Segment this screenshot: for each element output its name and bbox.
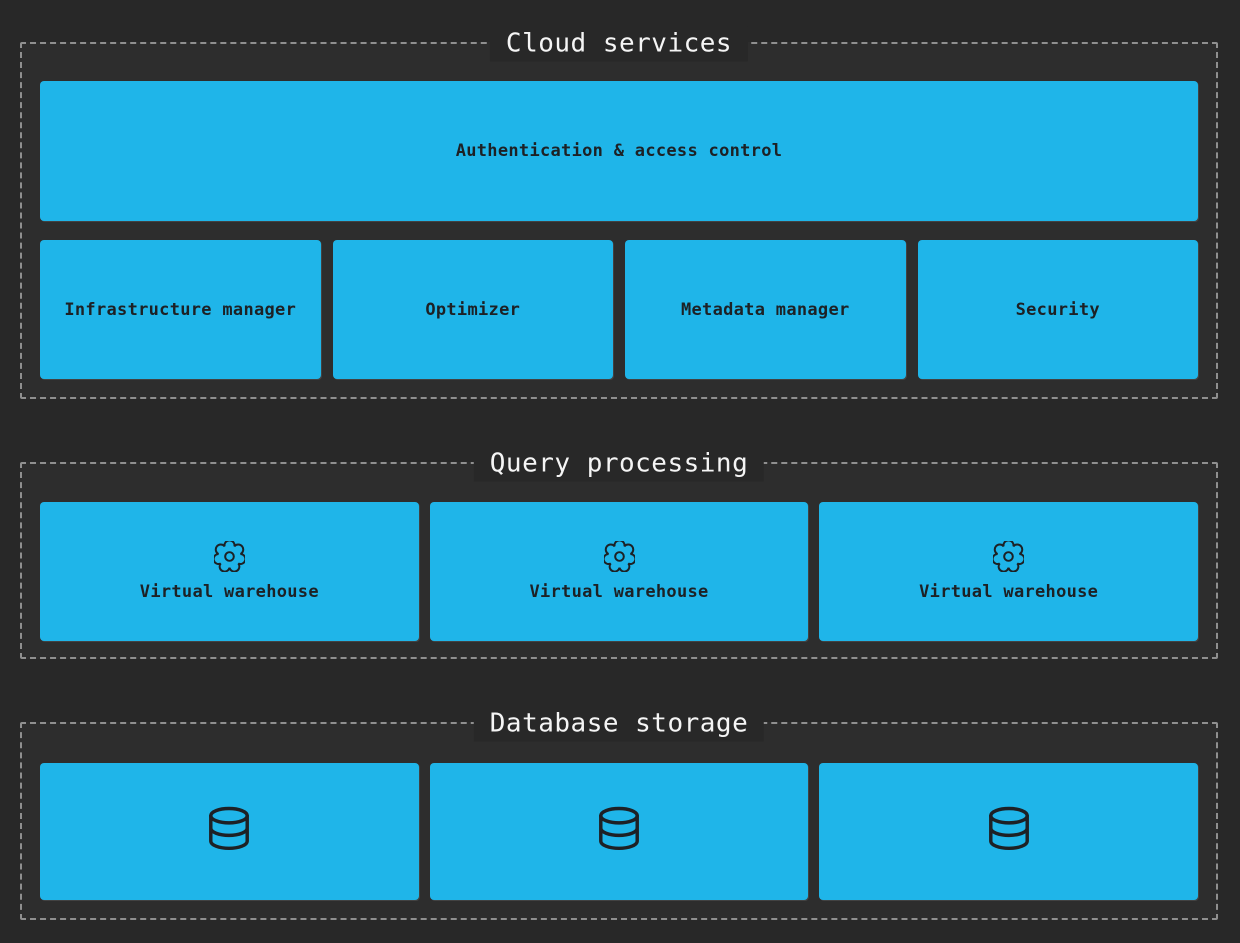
node-label: Authentication & access control [455, 141, 783, 161]
node-virtual-warehouse: Virtual warehouse [429, 502, 809, 641]
node-label: Virtual warehouse [529, 581, 709, 602]
section-title-query-processing: Query processing [473, 446, 765, 482]
node-label: Infrastructure manager [64, 299, 297, 320]
node-label: Virtual warehouse [919, 581, 1099, 602]
node-authentication-access-control: Authentication & access control [40, 81, 1198, 221]
node-label: Security [1015, 299, 1100, 320]
gear-icon [993, 540, 1025, 572]
node-metadata-manager: Metadata manager [625, 240, 906, 379]
node-label: Optimizer [425, 299, 521, 320]
section-title-cloud-services: Cloud services [489, 26, 749, 62]
node-optimizer: Optimizer [332, 240, 613, 379]
database-icon [206, 806, 252, 858]
node-database [40, 763, 419, 900]
node-security: Security [917, 240, 1198, 379]
section-database-storage: Database storage [20, 706, 1218, 920]
node-database [819, 763, 1199, 900]
node-label: Metadata manager [680, 299, 850, 320]
query-processing-row: Virtual warehouse Virtual warehouse [40, 502, 1199, 641]
section-title-database-storage: Database storage [473, 706, 765, 742]
database-icon [986, 806, 1032, 858]
node-database [429, 763, 809, 900]
cloud-services-row: Infrastructure manager Optimizer Metadat… [40, 240, 1198, 379]
node-virtual-warehouse: Virtual warehouse [819, 502, 1199, 641]
database-storage-row [40, 763, 1199, 900]
node-label: Virtual warehouse [139, 581, 319, 602]
node-virtual-warehouse: Virtual warehouse [40, 502, 419, 641]
gear-icon [213, 540, 245, 572]
gear-icon [603, 540, 635, 572]
section-query-processing: Query processing Virtual warehouse [20, 446, 1218, 659]
node-infrastructure-manager: Infrastructure manager [40, 240, 321, 379]
database-icon [596, 806, 642, 858]
section-cloud-services: Cloud services Authentication & access c… [20, 26, 1218, 399]
